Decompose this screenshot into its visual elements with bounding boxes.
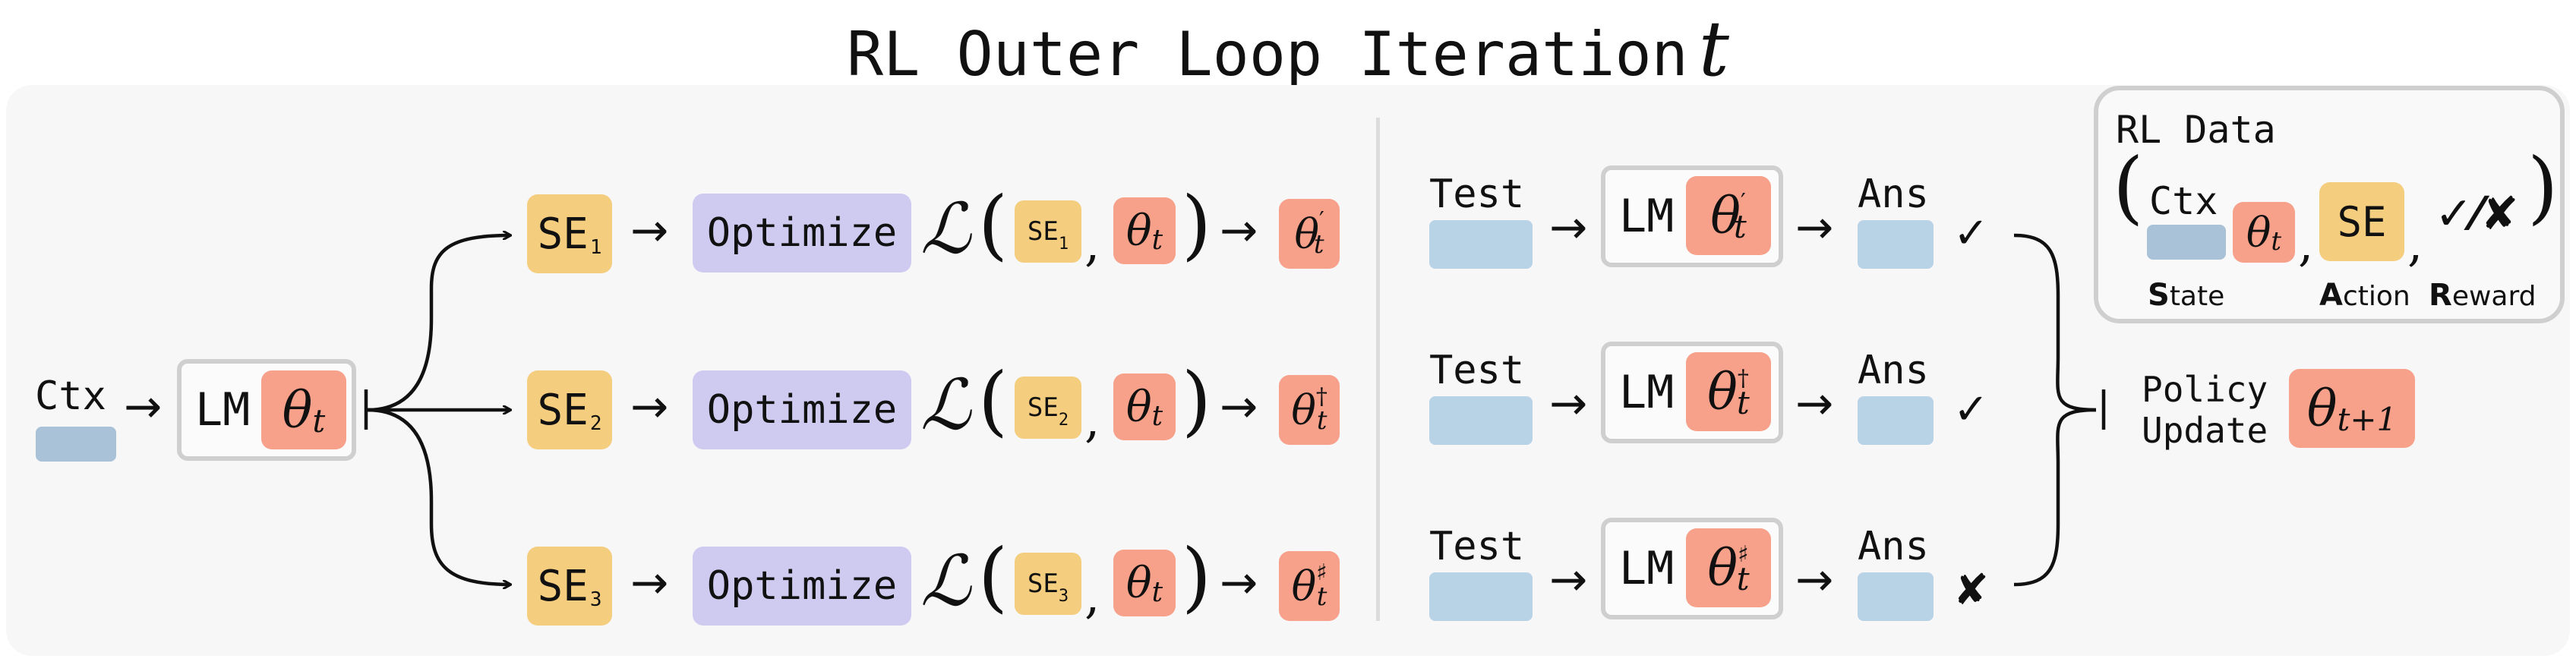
optimize-box-3: Optimize bbox=[693, 547, 911, 626]
theta-prime-box: θ′t bbox=[1279, 199, 1340, 269]
comma: , bbox=[1084, 569, 1100, 625]
answer-bar-2 bbox=[1858, 396, 1934, 445]
lm-label: LM bbox=[1619, 542, 1675, 595]
open-paren: ( bbox=[978, 532, 1009, 621]
theta-sharp-test-box: θ♯t bbox=[1686, 528, 1771, 607]
arrow-icon: → bbox=[1220, 556, 1258, 610]
action-legend: Action bbox=[2319, 278, 2410, 313]
rl-se-box: SE bbox=[2319, 182, 2404, 261]
policy-label: Policy bbox=[2142, 369, 2268, 410]
arrow-icon: → bbox=[1795, 553, 1834, 607]
update-label: Update bbox=[2142, 410, 2268, 451]
loss-symbol: ℒ bbox=[920, 188, 971, 269]
arrow-icon: → bbox=[1549, 201, 1588, 254]
arrow-icon: → bbox=[1549, 553, 1588, 607]
answer-label-1: Ans bbox=[1858, 172, 1929, 217]
arrow-icon: → bbox=[630, 380, 669, 433]
rl-data-title: RL Data bbox=[2116, 108, 2276, 152]
loss-symbol: ℒ bbox=[920, 364, 971, 446]
close-paren: ) bbox=[1182, 532, 1212, 621]
theta-dagger-box: θ†t bbox=[1279, 375, 1340, 445]
test-label-2: Test bbox=[1429, 348, 1525, 393]
answer-label-2: Ans bbox=[1858, 348, 1929, 393]
theta-prime-test-box: θ′t bbox=[1686, 176, 1771, 255]
fanin-curve-bottom bbox=[2013, 408, 2097, 587]
answer-bar-1 bbox=[1858, 220, 1934, 269]
arrow-icon: → bbox=[630, 204, 669, 257]
optimize-box-2: Optimize bbox=[693, 370, 911, 449]
arrow-icon: → bbox=[1795, 201, 1834, 254]
test-bar-1 bbox=[1429, 220, 1533, 269]
rl-ctx-label: Ctx bbox=[2149, 179, 2218, 223]
close-paren: ) bbox=[2527, 140, 2559, 233]
lm-label: LM bbox=[1619, 190, 1675, 243]
test-bar-3 bbox=[1429, 572, 1533, 621]
test-bar-2 bbox=[1429, 396, 1533, 445]
fanin-curve-top bbox=[2013, 233, 2097, 412]
title-variable: t bbox=[1698, 5, 1729, 93]
test-label-1: Test bbox=[1429, 172, 1525, 217]
state-legend: State bbox=[2148, 278, 2225, 313]
arrow-icon: → bbox=[1220, 204, 1258, 257]
comma: , bbox=[1084, 216, 1100, 273]
context-label: Ctx bbox=[35, 373, 106, 419]
comma: , bbox=[2407, 216, 2423, 273]
open-paren: ( bbox=[978, 356, 1009, 445]
fanout-curve-bottom bbox=[367, 408, 510, 585]
check-icon: ✓ bbox=[1953, 209, 1989, 258]
lm-label: LM bbox=[1619, 366, 1675, 419]
arrow-icon: → bbox=[124, 380, 163, 433]
test-label-3: Test bbox=[1429, 524, 1525, 569]
reward-check-cross-icon: ✓⁄✘ bbox=[2435, 188, 2519, 241]
answer-bar-3 bbox=[1858, 572, 1934, 621]
comma: , bbox=[1084, 392, 1100, 449]
theta-sharp-box: θ♯t bbox=[1279, 551, 1340, 621]
arrow-icon: → bbox=[1549, 377, 1588, 430]
lm-label: LM bbox=[195, 383, 251, 437]
reward-legend: Reward bbox=[2429, 278, 2537, 313]
close-paren: ) bbox=[1182, 356, 1212, 445]
section-divider bbox=[1376, 118, 1380, 621]
arrow-icon: → bbox=[1220, 380, 1258, 433]
fanout-curve-top bbox=[367, 235, 510, 412]
cross-icon: ✘ bbox=[1953, 566, 1989, 615]
open-paren: ( bbox=[2113, 140, 2144, 233]
theta-dagger-test-box: θ†t bbox=[1686, 352, 1771, 431]
comma: , bbox=[2298, 216, 2314, 273]
context-bar bbox=[36, 427, 116, 462]
title-text: RL Outer Loop Iteration bbox=[847, 19, 1688, 90]
close-paren: ) bbox=[1182, 180, 1212, 269]
open-paren: ( bbox=[978, 180, 1009, 269]
arrow-icon: → bbox=[630, 556, 669, 610]
arrow-icon: → bbox=[1795, 377, 1834, 430]
loss-symbol: ℒ bbox=[920, 541, 971, 622]
rl-ctx-bar bbox=[2147, 225, 2226, 260]
answer-label-3: Ans bbox=[1858, 524, 1929, 569]
optimize-box-1: Optimize bbox=[693, 194, 911, 273]
check-icon: ✓ bbox=[1953, 385, 1989, 434]
